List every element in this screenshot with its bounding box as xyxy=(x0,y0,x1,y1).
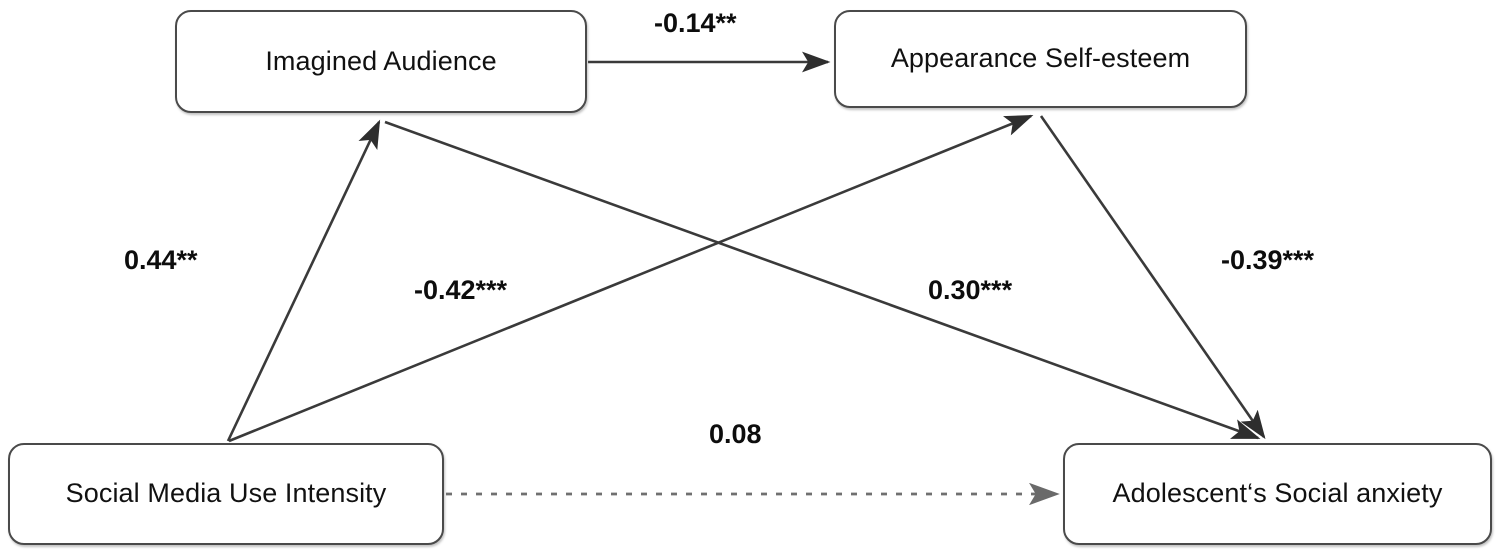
edge-label-social-media-use-to-appearance-self-esteem: 0.30*** xyxy=(928,275,1013,305)
edge-imagined-audience-to-adolescent-social-anxiety xyxy=(384,120,1261,440)
edge-label-appearance-self-esteem-to-adolescent-social-anxiety: -0.39*** xyxy=(1221,245,1315,275)
edge-appearance-self-esteem-to-adolescent-social-anxiety xyxy=(1039,115,1266,440)
edge-label-social-media-use-to-adolescent-social-anxiety: 0.08 xyxy=(709,419,762,449)
node-appearance-self-esteem-label: Appearance Self-esteem xyxy=(890,43,1191,74)
node-appearance-self-esteem[interactable]: Appearance Self-esteem xyxy=(834,10,1247,108)
edge-social-media-use-to-imagined-audience xyxy=(226,119,381,442)
node-imagined-audience-label: Imagined Audience xyxy=(265,45,497,76)
node-social-media-use-intensity-label: Social Media Use Intensity xyxy=(65,478,387,509)
edge-label-imagined-audience-to-adolescent-social-anxiety: -0.42*** xyxy=(414,275,508,305)
node-imagined-audience[interactable]: Imagined Audience xyxy=(175,10,587,113)
edge-social-media-use-to-appearance-self-esteem xyxy=(228,114,1034,443)
edge-label-imagined-audience-to-appearance-self-esteem: -0.14** xyxy=(654,8,737,38)
edge-label-social-media-use-to-imagined-audience: 0.44** xyxy=(124,245,198,275)
node-adolescent-social-anxiety-label: Adolescent‘s Social anxiety xyxy=(1112,478,1443,509)
node-social-media-use-intensity[interactable]: Social Media Use Intensity xyxy=(8,443,444,545)
node-adolescent-social-anxiety[interactable]: Adolescent‘s Social anxiety xyxy=(1063,443,1492,545)
